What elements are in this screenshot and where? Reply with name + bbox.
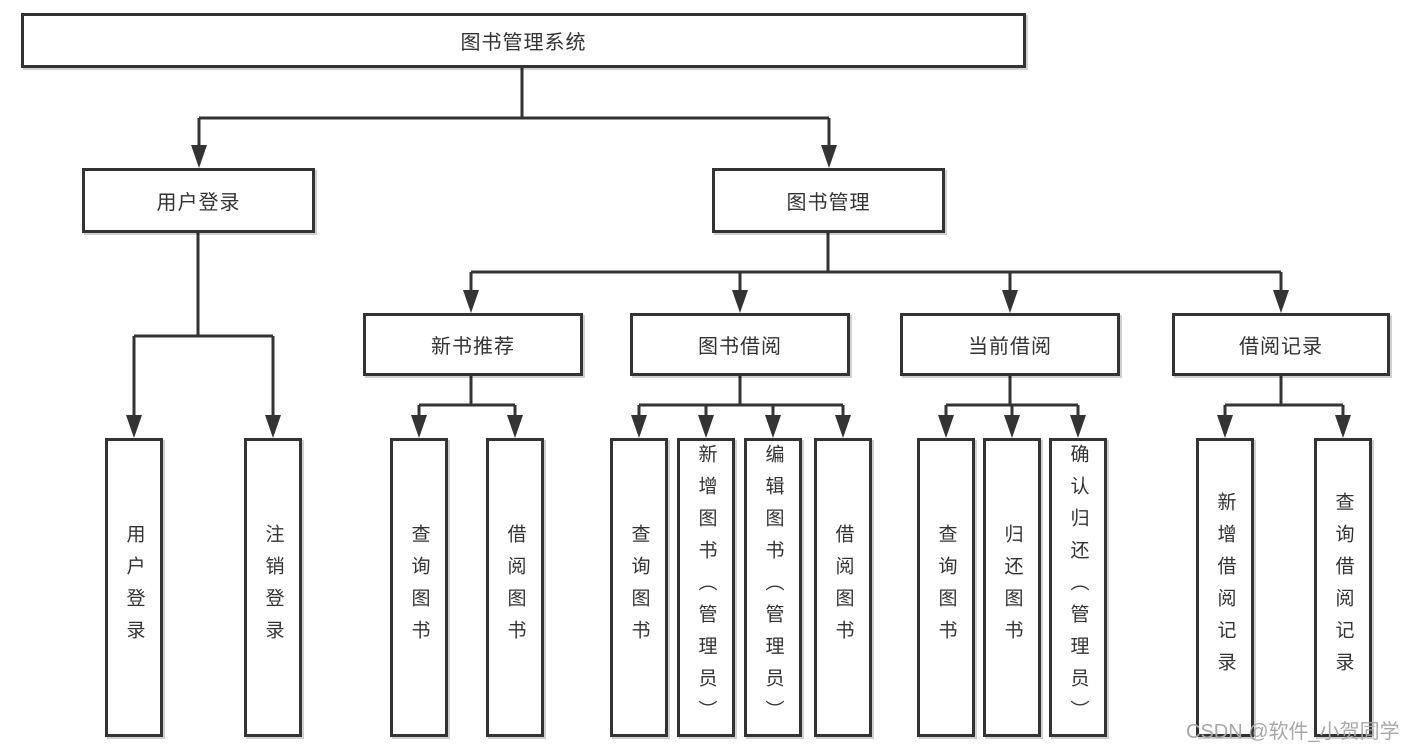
leaf-user-login-label: 用户登录 xyxy=(123,523,145,652)
node-book-management-label: 图书管理 xyxy=(786,192,871,214)
leaf-confirm-return-admin-label: 确认归还（管理员） xyxy=(1067,443,1089,732)
leaf-query-books-2: 查询图书 xyxy=(610,438,668,737)
node-borrow-records-label: 借阅记录 xyxy=(1239,336,1323,358)
leaf-borrow-books-1-label: 借阅图书 xyxy=(504,523,526,652)
leaf-return-books: 归还图书 xyxy=(983,438,1041,737)
leaf-query-books-1-label: 查询图书 xyxy=(408,523,430,652)
node-book-borrowing-label: 图书借阅 xyxy=(698,336,782,358)
leaf-add-books-admin: 新增图书（管理员） xyxy=(677,438,735,737)
leaf-borrow-books-2: 借阅图书 xyxy=(814,438,872,737)
leaf-add-borrow-record: 新增借阅记录 xyxy=(1196,438,1254,737)
leaf-query-borrow-record: 查询借阅记录 xyxy=(1314,438,1372,737)
node-current-borrowing-label: 当前借阅 xyxy=(968,336,1052,358)
leaf-logout-label: 注销登录 xyxy=(262,523,284,652)
leaf-confirm-return-admin: 确认归还（管理员） xyxy=(1049,438,1107,737)
leaf-edit-books-admin-label: 编辑图书（管理员） xyxy=(762,443,784,732)
leaf-edit-books-admin: 编辑图书（管理员） xyxy=(744,438,802,737)
leaf-query-borrow-record-label: 查询借阅记录 xyxy=(1332,491,1354,684)
leaf-query-books-3: 查询图书 xyxy=(917,438,975,737)
node-user-login-label: 用户登录 xyxy=(156,192,241,214)
node-new-book-recommend-label: 新书推荐 xyxy=(431,336,515,358)
node-book-management: 图书管理 xyxy=(712,168,945,233)
leaf-add-books-admin-label: 新增图书（管理员） xyxy=(695,443,717,732)
node-book-borrowing: 图书借阅 xyxy=(630,313,850,376)
leaf-query-books-2-label: 查询图书 xyxy=(628,523,650,652)
leaf-borrow-books-2-label: 借阅图书 xyxy=(832,523,854,652)
node-borrow-records: 借阅记录 xyxy=(1172,313,1390,376)
leaf-return-books-label: 归还图书 xyxy=(1001,523,1023,652)
node-library-system-label: 图书管理系统 xyxy=(460,32,587,54)
leaf-logout: 注销登录 xyxy=(244,438,302,737)
node-current-borrowing: 当前借阅 xyxy=(900,313,1120,376)
node-new-book-recommend: 新书推荐 xyxy=(363,313,583,376)
node-user-login: 用户登录 xyxy=(82,168,315,233)
leaf-borrow-books-1: 借阅图书 xyxy=(486,438,544,737)
watermark: CSDN @软件_小贺同学 xyxy=(1186,721,1400,743)
leaf-user-login: 用户登录 xyxy=(105,438,163,737)
leaf-query-books-1: 查询图书 xyxy=(390,438,448,737)
leaf-query-books-3-label: 查询图书 xyxy=(935,523,957,652)
node-library-system: 图书管理系统 xyxy=(21,13,1026,68)
leaf-add-borrow-record-label: 新增借阅记录 xyxy=(1214,491,1236,684)
